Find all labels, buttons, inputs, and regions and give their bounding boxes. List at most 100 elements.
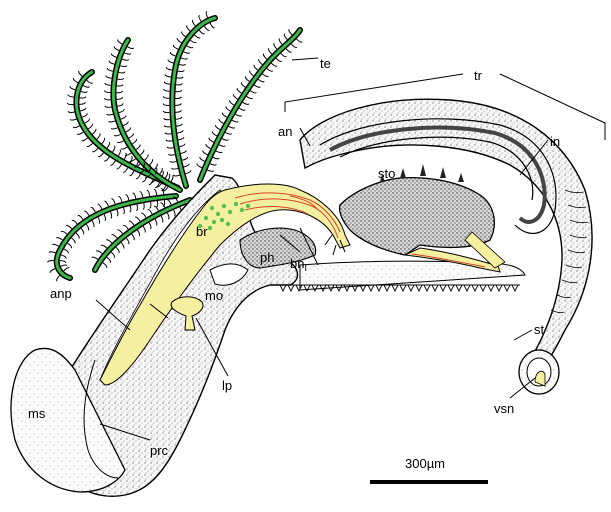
tentacle-pinnule — [125, 237, 130, 245]
tentacle-pinnule — [271, 62, 278, 67]
basal-tooth — [399, 284, 407, 293]
tentacle-pinnule — [81, 113, 88, 118]
tentacle-pinnule — [60, 254, 67, 259]
tentacle-pinnules — [47, 10, 303, 282]
gonad-streak — [403, 247, 501, 273]
label-ph: ph — [260, 250, 274, 265]
tentacle-pinnule — [164, 171, 169, 179]
leader-lines — [95, 57, 606, 441]
tentacle-pinnule — [144, 173, 151, 179]
tentacle-pinnule — [172, 44, 179, 50]
tentacle-pinnule — [120, 146, 128, 150]
tentacle-pinnule — [91, 220, 95, 228]
preoral-canal — [83, 359, 119, 479]
tentacle-pinnule — [211, 131, 218, 137]
tentacle-pinnule — [160, 215, 164, 223]
basal-tooth — [383, 284, 391, 293]
tentacle-pinnule — [280, 53, 287, 58]
rod-structure — [464, 231, 506, 269]
label-mo: mo — [205, 288, 223, 303]
tentacle-pinnule — [60, 230, 68, 235]
tentacle-pinnule — [268, 48, 273, 55]
tentacle-pinnule — [175, 103, 182, 106]
basal-tooth — [415, 284, 423, 293]
label-bn: bnI — [290, 256, 307, 273]
tentacle-pinnule — [103, 214, 107, 222]
tentacle-pinnule — [242, 101, 250, 105]
tentacle-pinnule — [67, 94, 74, 98]
tentacle-pinnule — [162, 110, 170, 114]
tentacle-pinnule — [120, 115, 127, 120]
basal-tooth — [447, 284, 455, 293]
tentacle-pinnule — [106, 141, 111, 149]
tentacle-pinnule — [72, 125, 80, 129]
tentacle-pinnule — [47, 260, 54, 263]
tentacle-pinnule — [246, 96, 253, 100]
tentacle-pinnule — [122, 121, 129, 127]
label-an: an — [278, 124, 292, 139]
tentacle-pinnule — [106, 67, 113, 72]
tentacle-pinnule — [175, 89, 183, 93]
tentacle-pinnule — [209, 22, 215, 29]
tentacle-pinnule — [162, 186, 169, 192]
tentacle-pinnule — [156, 182, 163, 188]
tentacle-pinnule — [199, 156, 205, 162]
tentacle-pinnule — [162, 200, 166, 207]
tentacle-pinnule — [123, 207, 125, 215]
tentacle-pinnule — [97, 203, 103, 210]
tentacle-pinnule — [116, 140, 124, 144]
label-vsn: vsn — [494, 401, 514, 416]
tentacle-pinnule — [72, 77, 79, 84]
tentacle-pinnule — [87, 123, 93, 130]
tentacle-pinnule — [92, 147, 99, 153]
label-anp: anp — [50, 286, 72, 301]
tentacle-pinnule — [258, 78, 265, 83]
tentacle-pinnule — [285, 48, 292, 53]
tentacle-pinnule — [215, 124, 221, 131]
tentacle-pinnule — [154, 219, 158, 226]
stalk-ridges — [550, 189, 589, 314]
tentacle-pinnule — [122, 224, 129, 230]
tentacle-pinnule — [132, 138, 138, 145]
brain-spot — [245, 203, 251, 209]
stomach — [338, 176, 495, 256]
nerve-branch-tip — [324, 234, 346, 256]
basal-tooth — [359, 284, 367, 293]
tentacle-pinnule — [79, 96, 87, 99]
basal-tooth — [479, 284, 487, 293]
basal-tooth — [319, 284, 327, 293]
tentacle-pinnule — [81, 137, 88, 142]
tentacle-pinnule — [142, 203, 145, 210]
basal-tooth — [367, 284, 375, 293]
tentacle-pinnule — [79, 102, 86, 105]
brain-spot — [209, 205, 215, 211]
brain-spot — [225, 221, 231, 227]
tentacle-pinnule — [235, 113, 243, 117]
tentacle-pinnule — [82, 85, 90, 88]
tentacle-pinnule — [207, 169, 215, 172]
anterior-nerve-plexus — [99, 183, 351, 386]
tentacle-pinnule — [209, 163, 217, 166]
tentacle-pinnule — [122, 58, 130, 61]
tentacle-pinnule — [115, 246, 120, 254]
tentacle-pinnule — [104, 98, 111, 101]
tentacle-pinnule — [106, 113, 114, 116]
label-lp: lp — [222, 378, 232, 393]
tentacle-pinnule — [179, 63, 186, 66]
tentacle-pinnule — [139, 149, 145, 156]
tentacle-pinnule — [163, 81, 171, 85]
label-te: te — [320, 56, 331, 71]
tentacle-pinnule — [71, 219, 78, 225]
brain-spot — [219, 217, 225, 223]
tentacle-pinnule — [134, 216, 141, 222]
basal-tooth — [303, 284, 311, 293]
tentacle-pinnule — [244, 76, 250, 82]
tentacle-pinnule — [71, 237, 76, 244]
tentacle-pinnule — [179, 143, 186, 148]
tentacle-pinnule — [123, 152, 127, 160]
label-st: st — [534, 322, 545, 337]
tentacle-pinnule — [132, 192, 137, 199]
brain-spot — [211, 219, 217, 225]
tentacle-pinnule — [164, 74, 171, 78]
tentacle-pinnule — [116, 164, 122, 170]
